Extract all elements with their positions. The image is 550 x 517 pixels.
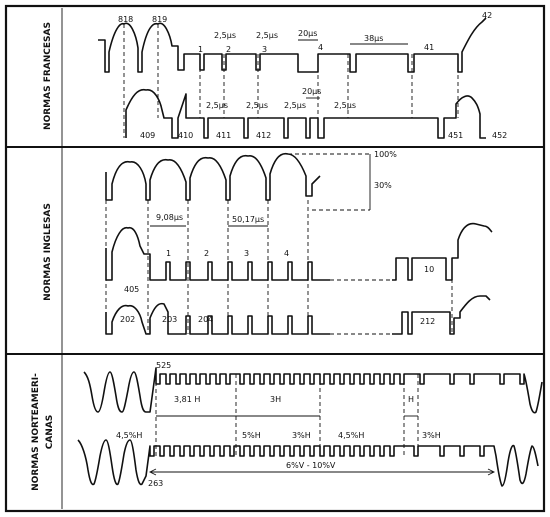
label-409: 409 [140,131,155,140]
label-3h: 3H [270,395,281,404]
label-212: 212 [420,317,435,326]
label-25us-d: 2,5µs [246,101,268,110]
outer-frame [4,4,546,513]
label-30pct: 30% [374,181,392,190]
label-3: 3 [262,45,267,54]
label-vertical-blanking: 6%V - 10%V [286,461,336,470]
english-frame-trace-1 [105,226,330,281]
label-5pct-h: 5%H [242,431,261,440]
english-section-title: NORMAS INGLESAS [43,203,53,301]
label-525: 525 [156,361,171,370]
label-908us: 9,08µs [156,213,183,222]
french-labels: 818 819 1 2,5µs 2 2,5µs 3 20µs 4 38µs 41… [118,11,507,140]
label-e4: 4 [284,249,289,258]
label-e10: 10 [424,265,434,274]
english-frame-trace-1-end [392,222,493,281]
american-waveforms [77,367,543,487]
english-waveforms [105,152,493,335]
english-frame-trace-2-end [392,295,491,335]
label-25us-e: 2,5µs [284,101,306,110]
american-field1-trace [83,367,543,414]
label-20us-b: 20µs [302,87,321,96]
french-line-waveform [98,17,487,139]
label-38us: 38µs [364,34,383,43]
label-25us-c: 2,5µs [206,101,228,110]
label-3pct-h-b: 3%H [422,431,441,440]
american-section-title-line2: CANAS [45,415,55,450]
label-818: 818 [118,15,133,24]
label-203: 203 [162,315,177,324]
label-412: 412 [256,131,271,140]
label-819: 819 [152,15,167,24]
label-1: 1 [198,45,203,54]
french-frame-pulse-trace [125,88,486,139]
label-381h: 3,81 H [174,395,200,404]
label-452: 452 [492,131,507,140]
label-41: 41 [424,43,434,52]
label-204: 204 [198,315,213,324]
english-labels: 100% 30% 9,08µs 50,17µs 405 1 2 3 4 10 2… [120,150,435,326]
label-410: 410 [178,131,193,140]
american-labels: 525 3,81 H 3H H 4,5%H 5%H 3%H 4,5%H 3%H … [116,361,441,488]
american-dim-arrow-left [148,468,157,476]
label-4: 4 [318,43,323,52]
label-263: 263 [148,479,163,488]
label-411: 411 [216,131,231,140]
label-h: H [408,395,414,404]
label-405: 405 [124,285,139,294]
american-dim-arrow-right [487,468,496,476]
label-100pct: 100% [374,150,397,159]
label-3pct-h-a: 3%H [292,431,311,440]
label-2: 2 [226,45,231,54]
label-25us-b: 2,5µs [256,31,278,40]
label-42: 42 [482,11,492,20]
english-frame-trace-2 [105,302,330,335]
label-45pct-h-a: 4,5%H [116,431,142,440]
label-25us-a: 2,5µs [214,31,236,40]
label-5017us: 50,17µs [232,215,264,224]
french-section-title: NORMAS FRANCESAS [43,22,53,130]
american-section-title-line1: NORMAS NORTEAMERI- [31,373,41,491]
label-451: 451 [448,131,463,140]
label-e3: 3 [244,249,249,258]
english-line-trace [105,152,321,201]
french-line-pulse-trace [98,17,487,73]
label-e2: 2 [204,249,209,258]
label-25us-f: 2,5µs [334,101,356,110]
label-45pct-h-b: 4,5%H [338,431,364,440]
label-202: 202 [120,315,135,324]
label-e1: 1 [166,249,171,258]
label-20us: 20µs [298,29,317,38]
american-field2-trace [77,439,539,487]
